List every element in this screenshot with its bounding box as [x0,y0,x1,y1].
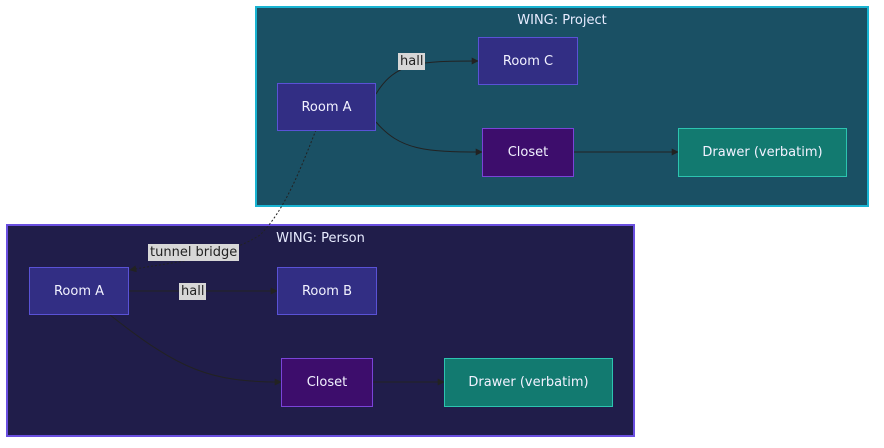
project-closet[interactable]: Closet [482,128,574,177]
person-hall-label: hall [179,283,207,300]
project-hall-label: hall [398,53,426,70]
person-room-a[interactable]: Room A [29,267,129,315]
person-room-b[interactable]: Room B [277,267,377,315]
edge-project-rooma-closet [375,121,483,156]
project-room-c[interactable]: Room C [478,37,578,85]
project-drawer[interactable]: Drawer (verbatim) [678,128,847,177]
edge-project-rooma-roomc [375,57,479,95]
edge-person-rooma-closet [109,314,282,386]
person-drawer[interactable]: Drawer (verbatim) [444,358,613,407]
project-room-a[interactable]: Room A [277,83,376,131]
tunnel-bridge-label: tunnel bridge [148,244,240,261]
person-closet[interactable]: Closet [281,358,373,407]
wing-project-title: WING: Project [517,13,607,28]
